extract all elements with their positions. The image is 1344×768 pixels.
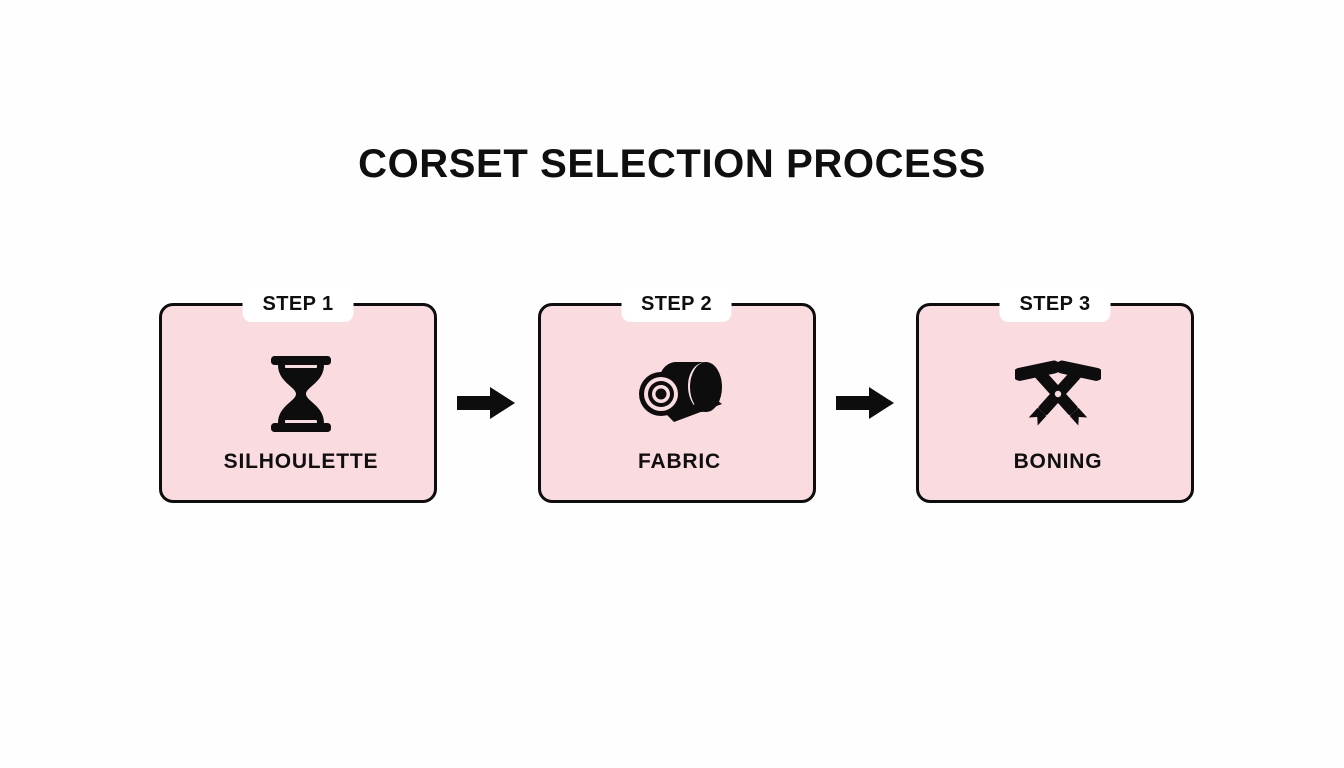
arrow-right-icon — [834, 383, 898, 423]
step-card-2-badge: STEP 2 — [621, 289, 732, 322]
step-card-1[interactable]: SILHOULETTE STEP 1 — [159, 289, 437, 503]
step-card-2-body: FABRIC — [537, 303, 819, 503]
step-card-3-label: BONING — [1013, 450, 1103, 473]
step-card-3-badge: STEP 3 — [999, 289, 1111, 322]
step-card-2-label: FABRIC — [638, 450, 721, 473]
hourglass-icon — [162, 348, 440, 440]
step-card-1-body: SILHOULETTE — [159, 303, 437, 503]
step-card-1-badge: STEP 1 — [242, 289, 354, 322]
step-card-1-label: SILHOULETTE — [223, 450, 379, 473]
process-flow: SILHOULETTE STEP 1 — [159, 289, 1194, 503]
page-title: CORSET SELECTION PROCESS — [358, 142, 986, 186]
fabric-roll-icon — [541, 348, 819, 440]
crossed-boning-icon — [919, 348, 1197, 440]
step-card-3[interactable]: BONING STEP 3 — [916, 289, 1194, 503]
arrow-right-icon — [455, 383, 519, 423]
step-card-2[interactable]: FABRIC STEP 2 — [537, 289, 819, 503]
step-card-3-body: BONING — [916, 303, 1194, 503]
